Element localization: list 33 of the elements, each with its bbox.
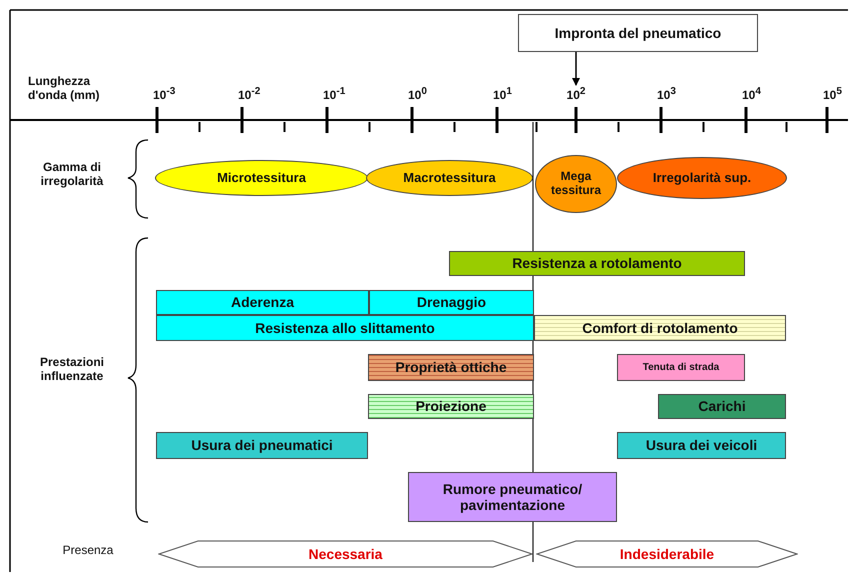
ellipse-shape: Mega tessitura — [535, 155, 617, 213]
row-heading: Prestazioni influenzate — [38, 355, 106, 383]
axis-title: Lunghezza d'onda (mm) — [28, 74, 101, 102]
range-bar: Comfort di rotolamento — [534, 315, 786, 341]
range-bar: Proprietà ottiche — [368, 354, 534, 381]
range-arrow: Indesiderabile — [536, 540, 798, 568]
tick-label: 10$^{-3}$ — [153, 86, 176, 102]
ellipse-shape: Irregolarità sup. — [617, 157, 787, 199]
range-arrow: Necessaria — [158, 540, 533, 568]
callout-box: Impronta del pneumatico — [518, 14, 758, 52]
tick-label: 10$^{4}$ — [742, 86, 761, 102]
range-bar: Rumore pneumatico/ pavimentazione — [408, 472, 617, 522]
arrow — [572, 52, 580, 86]
row-heading: Gamma di irregolarità — [40, 160, 104, 188]
range-bar: Usura dei veicoli — [617, 432, 786, 459]
row-heading: Presenza — [62, 543, 114, 557]
tick-label: 10$^{1}$ — [493, 86, 512, 102]
ellipse-shape: Microtessitura — [155, 160, 368, 196]
range-bar: Resistenza allo slittamento — [156, 315, 534, 341]
range-bar: Drenaggio — [369, 290, 534, 315]
range-bar: Carichi — [658, 394, 786, 419]
tick-label: 10$^{-1}$ — [323, 86, 346, 102]
range-bar: Tenuta di strada — [617, 354, 745, 381]
tick-label: 10$^{-2}$ — [238, 86, 260, 102]
tick-label: 10$^{2}$ — [564, 86, 588, 103]
tick-label: 10$^{3}$ — [657, 86, 676, 102]
range-bar: Proiezione — [368, 394, 534, 419]
tick-label: 10$^{0}$ — [408, 86, 427, 102]
range-bar: Usura dei pneumatici — [156, 432, 368, 459]
range-bar: Resistenza a rotolamento — [449, 251, 745, 276]
ellipse-shape: Macrotessitura — [366, 160, 533, 196]
tick-label: 10$^{5}$ — [823, 86, 842, 102]
range-bar: Aderenza — [156, 290, 369, 315]
